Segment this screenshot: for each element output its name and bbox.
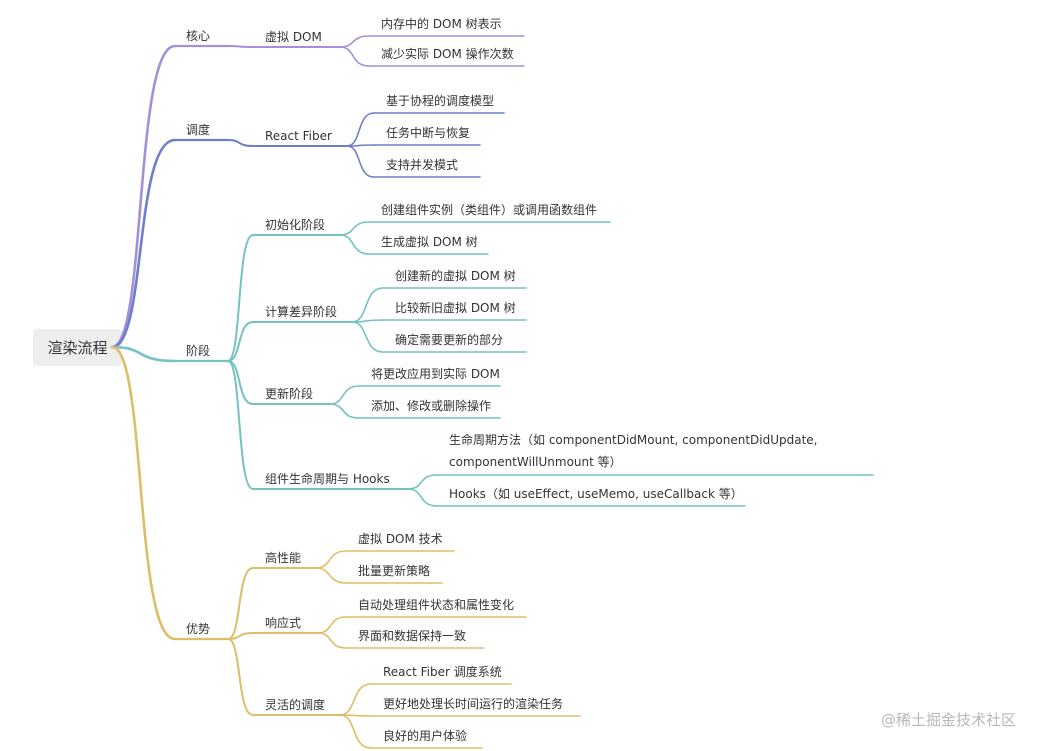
leaf-label-advantage-1-1[interactable]: 界面和数据保持一致: [358, 628, 466, 643]
leaf-label-phase-3-0-line1[interactable]: 生命周期方法（如 componentDidMount, componentDid…: [449, 432, 818, 447]
connector-root-to-phase: [110, 345, 177, 363]
connector-advantage-sub-2: [227, 638, 254, 716]
leaf-label-phase-0-1[interactable]: 生成虚拟 DOM 树: [381, 234, 478, 249]
root-node-label: 渲染流程: [47, 339, 107, 357]
connector-root-to-core: [110, 44, 177, 349]
leaf-label-schedule-0-2[interactable]: 支持并发模式: [386, 157, 458, 172]
subnode-label-phase-1[interactable]: 计算差异阶段: [265, 304, 337, 319]
connector-advantage-0-leaf-0: [315, 550, 347, 569]
connector-phase-sub-3: [227, 360, 254, 490]
subnode-label-advantage-1[interactable]: 响应式: [265, 615, 301, 630]
branch-label-core[interactable]: 核心: [186, 29, 210, 43]
connector-root-to-advantage: [110, 345, 177, 641]
leaf-label-phase-2-1[interactable]: 添加、修改或删除操作: [371, 398, 491, 413]
leaf-label-core-0-0[interactable]: 内存中的 DOM 树表示: [381, 16, 502, 31]
connector-phase-sub-1: [227, 321, 254, 362]
branch-label-phase[interactable]: 阶段: [186, 343, 210, 358]
connector-advantage-sub-0: [227, 567, 254, 640]
leaf-label-phase-1-2[interactable]: 确定需要更新的部分: [395, 332, 503, 347]
leaf-label-phase-3-0-line2[interactable]: componentWillUnmount 等）: [449, 455, 622, 469]
branch-label-schedule[interactable]: 调度: [186, 122, 210, 137]
leaf-label-advantage-2-2[interactable]: 良好的用户体验: [383, 728, 467, 743]
connector-phase-1-leaf-0: [351, 287, 384, 323]
connector-schedule-0-leaf-2: [346, 145, 375, 178]
leaf-label-advantage-0-1[interactable]: 批量更新策略: [358, 563, 430, 578]
subnode-label-core-0[interactable]: 虚拟 DOM: [265, 30, 322, 44]
leaf-label-phase-2-0[interactable]: 将更改应用到实际 DOM: [371, 366, 500, 381]
connector-phase-0-leaf-0: [339, 221, 370, 236]
connector-phase-sub-0: [227, 234, 254, 362]
leaf-label-phase-3-1[interactable]: Hooks（如 useEffect, useMemo, useCallback …: [449, 486, 743, 501]
subnode-label-phase-2[interactable]: 更新阶段: [265, 386, 313, 401]
connector-advantage-0-leaf-1: [315, 567, 347, 584]
connector-phase-3-leaf-0: [407, 474, 438, 490]
connector-core-0-leaf-1: [339, 46, 370, 67]
connector-advantage-1-leaf-1: [317, 632, 347, 649]
connector-schedule-0-leaf-0: [346, 112, 375, 147]
subnode-label-advantage-2[interactable]: 灵活的调度: [265, 697, 325, 712]
subnode-label-schedule-0[interactable]: React Fiber: [265, 129, 332, 143]
connector-phase-2-leaf-0: [329, 385, 360, 405]
connector-phase-3-leaf-1: [407, 488, 438, 507]
connector-advantage-sub-1: [227, 632, 254, 640]
leaf-label-phase-0-0[interactable]: 创建组件实例（类组件）或调用函数组件: [381, 202, 597, 217]
leaf-label-phase-1-0[interactable]: 创建新的虚拟 DOM 树: [395, 268, 516, 283]
leaf-label-advantage-1-0[interactable]: 自动处理组件状态和属性变化: [358, 597, 514, 612]
connector-schedule-sub-0: [227, 139, 254, 147]
connector-advantage-2-leaf-2: [339, 714, 372, 749]
leaf-label-advantage-0-0[interactable]: 虚拟 DOM 技术: [358, 532, 443, 546]
leaf-label-schedule-0-0[interactable]: 基于协程的调度模型: [386, 93, 494, 108]
connector-core-sub-0: [227, 45, 254, 48]
connector-phase-2-leaf-1: [329, 403, 360, 419]
connector-phase-0-leaf-1: [339, 234, 370, 255]
connector-phase-1-leaf-2: [351, 321, 384, 353]
connector-advantage-1-leaf-0: [317, 616, 347, 634]
leaf-label-advantage-2-1[interactable]: 更好地处理长时间运行的渲染任务: [383, 696, 563, 711]
leaf-label-core-0-1[interactable]: 减少实际 DOM 操作次数: [381, 46, 514, 61]
subnode-label-phase-0[interactable]: 初始化阶段: [265, 217, 325, 232]
branch-label-advantage[interactable]: 优势: [186, 622, 210, 636]
watermark: @稀土掘金技术社区: [881, 711, 1016, 729]
connector-advantage-2-leaf-0: [339, 683, 372, 716]
connector-root-to-schedule: [110, 138, 177, 349]
connector-core-0-leaf-0: [339, 35, 370, 48]
mindmap-connectors: [110, 35, 874, 749]
leaf-label-schedule-0-1[interactable]: 任务中断与恢复: [386, 125, 470, 140]
subnode-label-phase-3[interactable]: 组件生命周期与 Hooks: [265, 471, 390, 486]
leaf-label-phase-1-1[interactable]: 比较新旧虚拟 DOM 树: [395, 300, 516, 315]
root-node-box[interactable]: [33, 329, 122, 366]
leaf-label-advantage-2-0[interactable]: React Fiber 调度系统: [383, 664, 502, 679]
subnode-label-advantage-0[interactable]: 高性能: [265, 550, 301, 565]
